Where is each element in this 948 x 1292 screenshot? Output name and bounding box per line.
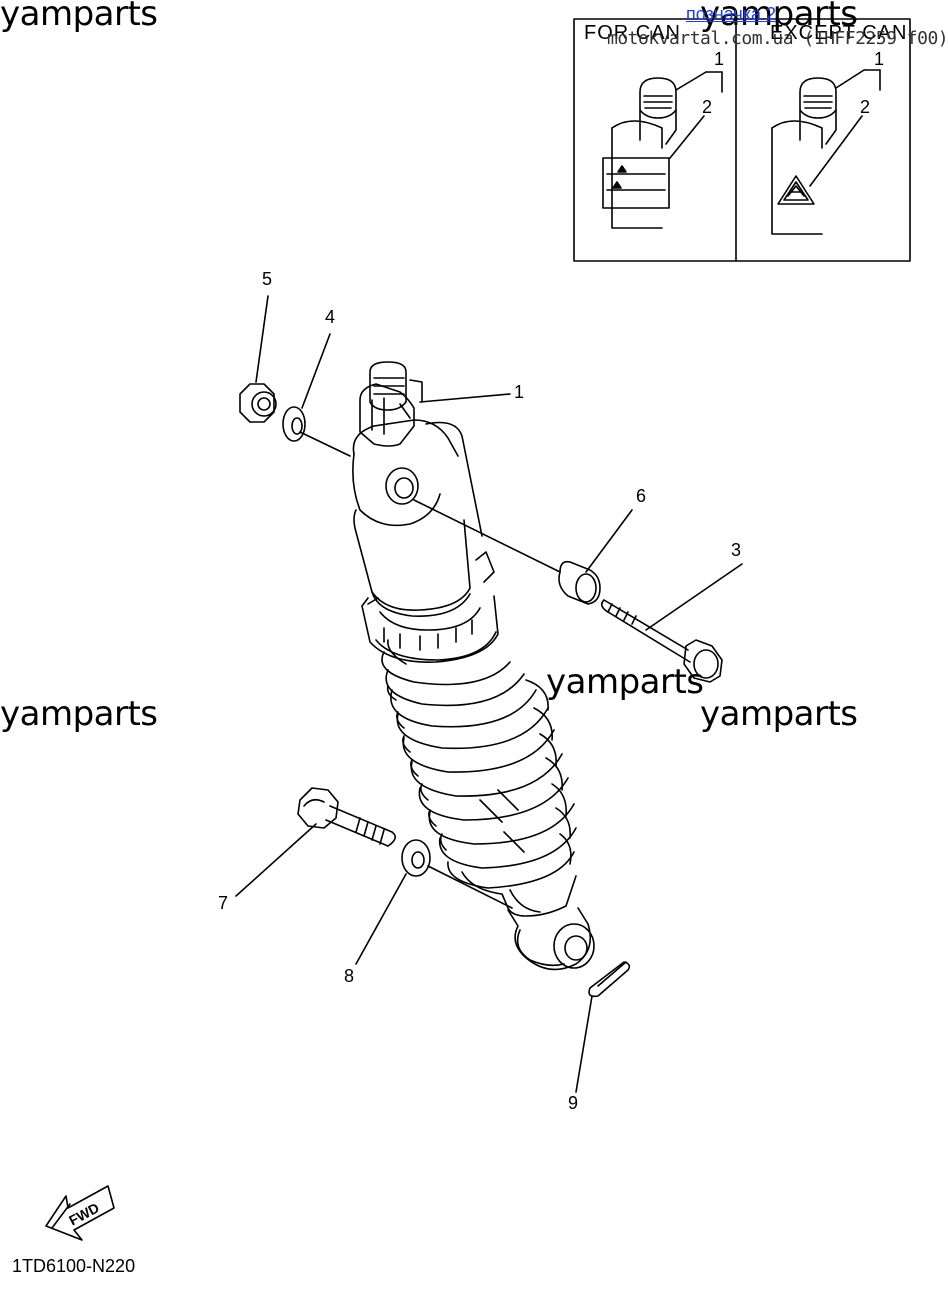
callout-7: 7 [218, 893, 229, 913]
callout-4: 4 [325, 307, 336, 327]
watermark-text: yamparts [0, 694, 158, 734]
inset-panel [573, 18, 911, 262]
watermark-text: yamparts [546, 662, 704, 702]
callout-3: 3 [731, 540, 742, 560]
callout-1: 1 [514, 382, 525, 402]
nut-part-5 [239, 295, 277, 423]
callout-6: 6 [636, 486, 647, 506]
collar-part-6 [558, 509, 633, 605]
inset-heading-left: FOR CAN [584, 22, 681, 44]
bolt-part-3 [600, 563, 743, 683]
callout-5: 5 [262, 269, 273, 289]
inset-right-callout-2: 2 [860, 97, 871, 117]
washer-part-8 [355, 839, 513, 965]
watermark-text: yamparts [0, 0, 158, 34]
fwd-arrow-icon [45, 1185, 115, 1241]
inset-left-callout-1: 1 [714, 49, 725, 69]
inset-heading-right: EXCEPT CAN [770, 22, 908, 44]
bolt-part-7 [235, 787, 396, 897]
bookmark-link[interactable]: позначка 2 [686, 4, 777, 24]
shock-absorber-diagram [45, 18, 911, 1241]
callout-8: 8 [344, 966, 355, 986]
watermark-text: yamparts [700, 0, 858, 34]
watermark-text: yamparts [700, 694, 858, 734]
inset-left-callout-2: 2 [702, 97, 713, 117]
shock-body [352, 361, 595, 971]
top-bolt-axis [413, 499, 561, 573]
callout-leader-1 [419, 393, 511, 403]
washer-part-4 [282, 333, 351, 457]
inset-right-callout-1: 1 [874, 49, 885, 69]
site-code-text: motokvartal.com.ua (1HFF2259 f00) [607, 28, 948, 49]
diagram-code: 1TD6100-N220 [12, 1256, 136, 1276]
cotter-pin-part-9 [575, 961, 631, 1093]
callout-9: 9 [568, 1093, 579, 1113]
